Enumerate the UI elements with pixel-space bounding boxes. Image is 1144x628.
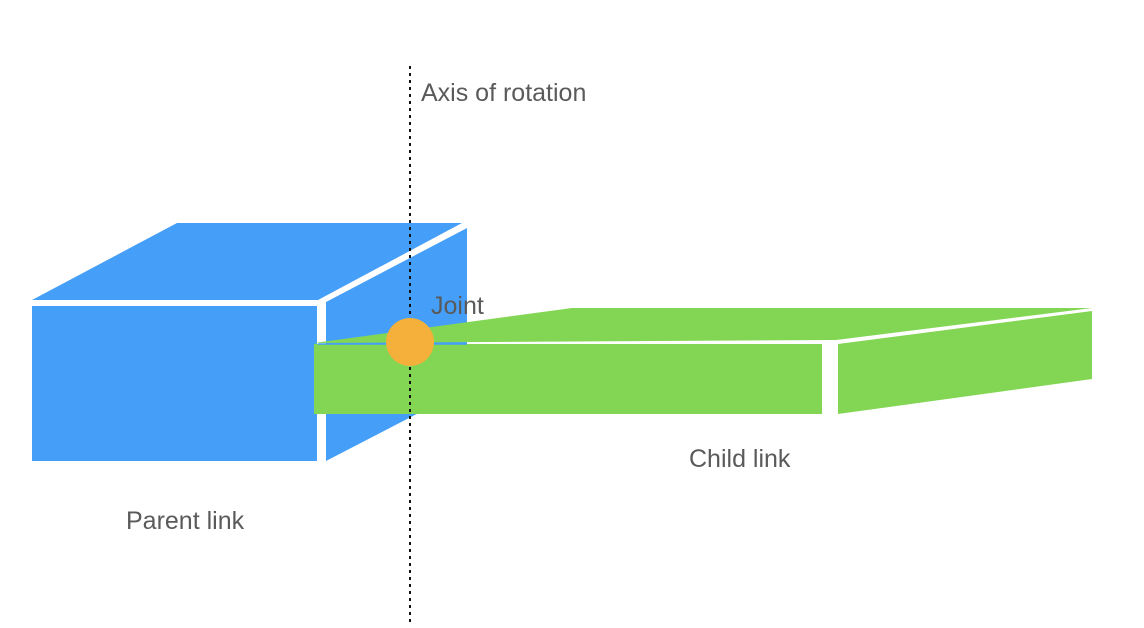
axis-of-rotation-label: Axis of rotation — [421, 79, 586, 107]
joint-marker — [386, 318, 434, 366]
child-link-box — [314, 308, 1092, 414]
child-link-front-face — [314, 344, 822, 414]
child-link-top-face — [314, 308, 1092, 343]
parent-link-label: Parent link — [126, 507, 245, 535]
joint-label: Joint — [431, 292, 484, 320]
child-link-side-face — [838, 311, 1092, 414]
child-link-label: Child link — [689, 445, 791, 473]
parent-link-front-face — [32, 306, 317, 461]
parent-link-top-face — [32, 223, 462, 300]
